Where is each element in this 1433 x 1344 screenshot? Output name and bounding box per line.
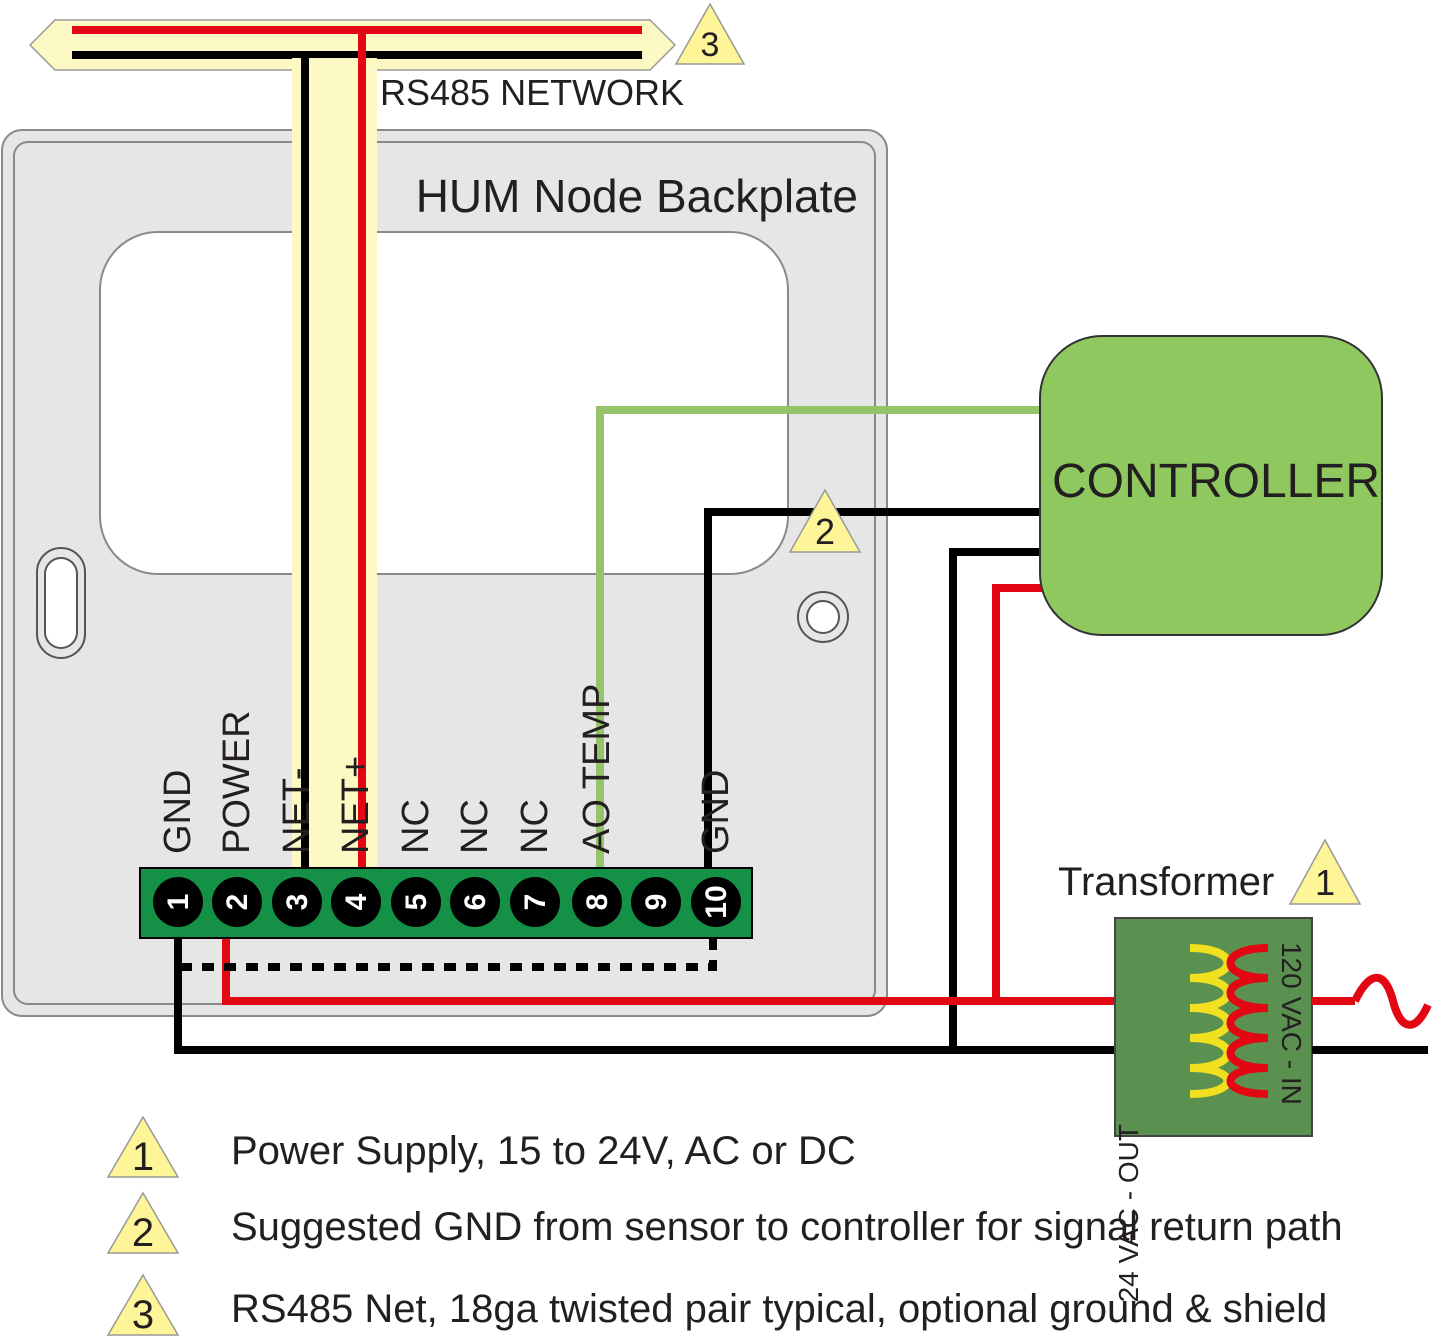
warning-triangle-1: 1	[1288, 838, 1362, 905]
terminal-9-number: 9	[640, 894, 673, 911]
note-2-text: Suggested GND from sensor to controller …	[231, 1205, 1343, 1249]
transformer-input-label: 120 VAC - IN	[1276, 942, 1307, 1105]
controller-label: CONTROLLER	[1052, 455, 1380, 508]
terminal-10-screw	[691, 877, 741, 927]
terminal-2-label: POWER	[216, 710, 258, 854]
terminal-7-label: NC	[514, 799, 556, 854]
optional-gnd-jumper	[180, 930, 717, 971]
terminal-3-screw	[272, 877, 322, 927]
note-3-text: RS485 Net, 18ga twisted pair typical, op…	[231, 1287, 1327, 1331]
terminal-8-number: 8	[581, 894, 614, 911]
controller[interactable]: CONTROLLER	[1039, 335, 1383, 636]
terminal-1[interactable]: 1	[153, 877, 203, 927]
terminal-5[interactable]: 5	[391, 877, 441, 927]
controller-red-wire	[992, 584, 1045, 1001]
backplate-window	[99, 231, 789, 575]
notes-legend: 1 Power Supply, 15 to 24V, AC or DC 2 Sugge…	[106, 1115, 1343, 1337]
terminal-5-label: NC	[395, 799, 437, 854]
transformer-label: Transformer	[1058, 860, 1274, 904]
terminal-1-number: 1	[162, 894, 195, 911]
controller-black-wire	[949, 548, 1045, 1050]
ac-wave-icon	[1351, 973, 1432, 1029]
terminal-10-number: 10	[700, 885, 733, 918]
terminal-pins: 1 2 3 4 5 6 7 8 9 10	[153, 877, 741, 927]
terminal-7-screw	[510, 877, 560, 927]
backplate-title: HUM Node Backplate	[416, 170, 858, 222]
terminal-1-screw	[153, 877, 203, 927]
rs485-cable	[28, 19, 677, 71]
note-3-warning-icon: 3	[106, 1273, 180, 1337]
terminal-5-number: 5	[400, 894, 433, 911]
note-marker: 2	[132, 1211, 154, 1255]
note-2-warning-icon: 2	[106, 1191, 180, 1255]
terminal-3-number: 3	[281, 894, 314, 911]
terminal-2-screw	[212, 877, 262, 927]
terminal-4-number: 4	[340, 893, 373, 910]
terminal-2-number: 2	[221, 894, 254, 911]
note-1-warning-icon: 1	[106, 1115, 180, 1179]
network-drop-cable	[292, 30, 377, 868]
terminal-7-number: 7	[519, 894, 552, 911]
red-coil-icon	[1226, 944, 1269, 1098]
terminal-5-screw	[391, 877, 441, 927]
terminal-7[interactable]: 7	[510, 877, 560, 927]
note-marker: 1	[132, 1135, 154, 1179]
signal-gnd-wire	[704, 508, 1045, 868]
terminal-8[interactable]: 8	[572, 877, 622, 927]
svg-text:3: 3	[701, 26, 720, 64]
power-black-wire	[174, 930, 1117, 1054]
terminal-9-screw	[631, 877, 681, 927]
note-marker: 3	[132, 1293, 154, 1337]
terminal-1-label: GND	[157, 770, 199, 854]
terminal-10-label: GND	[695, 770, 737, 854]
rs485-network-label: RS485 NETWORK	[380, 72, 684, 113]
terminal-8-label: AO TEMP	[576, 684, 618, 854]
power-red-wire	[222, 930, 1117, 1005]
terminal-3-label: NET-	[276, 767, 318, 854]
terminal-6[interactable]: 6	[450, 877, 500, 927]
terminal-3[interactable]: 3	[272, 877, 322, 927]
terminal-6-number: 6	[459, 894, 492, 911]
terminal-9[interactable]: 9	[631, 877, 681, 927]
backplate: HUM Node Backplate	[1, 129, 888, 1017]
terminal-2[interactable]: 2	[212, 877, 262, 927]
terminal-8-screw	[572, 877, 622, 927]
note-1-text: Power Supply, 15 to 24V, AC or DC	[231, 1129, 856, 1173]
ao-temp-signal-wire	[596, 406, 1045, 868]
transformer[interactable]: 120 VAC - IN 24 VAC - OUT	[1113, 917, 1313, 1302]
terminal-labels: GND POWER NET- NET+ NC NC NC AO TEMP GND	[157, 684, 737, 854]
terminal-4-label: NET+	[335, 756, 377, 854]
transformer-output-label: 24 VAC - OUT	[1113, 1124, 1144, 1302]
terminal-10[interactable]: 10	[691, 877, 741, 927]
warning-triangle-2: 2	[788, 488, 862, 553]
terminal-4-screw	[331, 877, 381, 927]
svg-text:2: 2	[815, 511, 835, 552]
terminal-6-screw	[450, 877, 500, 927]
terminal-6-label: NC	[454, 799, 496, 854]
terminal-block: 1 2 3 4 5 6 7 8 9 10	[139, 867, 753, 939]
terminal-4[interactable]: 4	[331, 877, 381, 927]
svg-text:1: 1	[1315, 862, 1335, 903]
warning-triangle-3: 3	[674, 2, 746, 65]
